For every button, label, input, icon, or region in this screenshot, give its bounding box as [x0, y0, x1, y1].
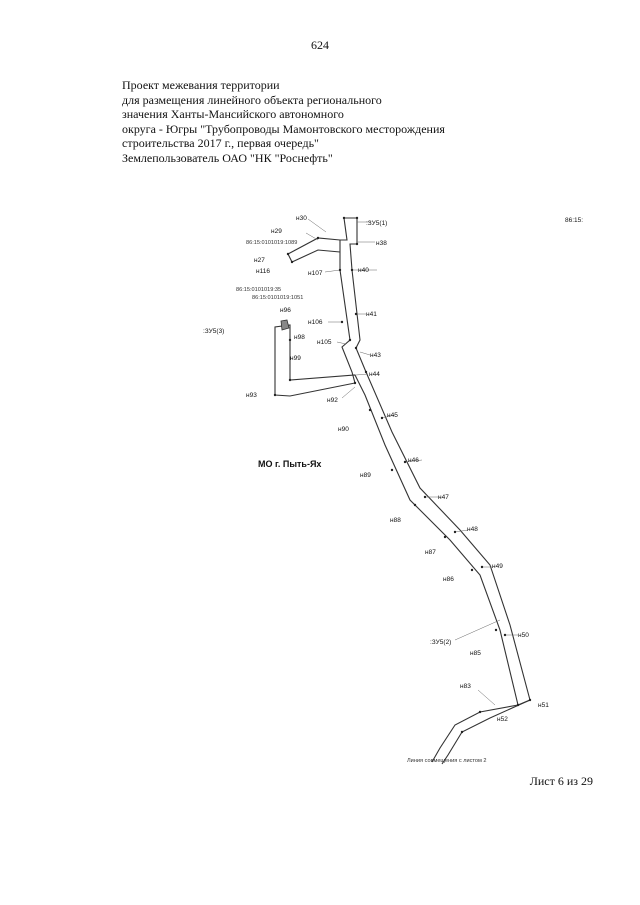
header-line: Землепользователь ОАО "НК "Роснефть": [122, 150, 333, 165]
point-label: н51: [538, 702, 549, 709]
point-label: н106: [308, 319, 323, 326]
boundary-point: [403, 460, 407, 464]
boundary-point: [348, 338, 352, 342]
boundary-line: [431, 704, 519, 763]
leader-lines: [305, 218, 518, 706]
boundary-point: [273, 393, 277, 397]
point-label: н41: [366, 311, 377, 318]
boundary-point: [390, 468, 394, 472]
boundary-point: [290, 260, 294, 264]
page-number: 624: [311, 38, 329, 52]
parcel-marker: [280, 319, 290, 331]
boundary-point: [470, 568, 474, 572]
boundary-line: [287, 237, 341, 263]
point-label: н88: [390, 517, 401, 524]
point-label: н99: [290, 355, 301, 362]
point-label: н44: [369, 371, 380, 378]
boundary-point: [503, 633, 507, 637]
boundary-point: [355, 216, 359, 220]
sheet-label: Лист 6 из 29: [529, 774, 593, 788]
boundary-point: [354, 312, 358, 316]
point-label: н27: [254, 257, 265, 264]
point-label: н47: [438, 494, 449, 501]
boundary-point: [338, 268, 342, 272]
point-label: н93: [246, 392, 257, 399]
point-label: н98: [294, 334, 305, 341]
cadastral-label: 86:15:0101019:1089: [246, 240, 297, 246]
boundary-point: [460, 730, 464, 734]
point-label: н83: [460, 683, 471, 690]
boundary-point: [443, 535, 447, 539]
point-label: н45: [387, 412, 398, 419]
point-label: н40: [358, 267, 369, 274]
boundary-line: [441, 699, 531, 765]
boundary-point: [342, 216, 346, 220]
boundary-point: [413, 503, 417, 507]
boundary-point: [423, 495, 427, 499]
header-line: строительства 2017 г., первая очередь": [122, 136, 319, 150]
boundary-point: [354, 346, 358, 350]
point-label: н46: [408, 457, 419, 464]
boundary-point: [316, 236, 320, 240]
document-header: Проект межевания территории для размещен…: [122, 78, 445, 165]
point-label: н50: [518, 632, 529, 639]
point-label: н43: [370, 352, 381, 359]
boundary-point: [528, 698, 532, 702]
boundary-point: [368, 408, 372, 412]
corner-label: 86:15:: [565, 217, 583, 224]
point-label: н52: [497, 716, 508, 723]
boundary-point: [364, 370, 368, 374]
junction-label: Линия совмещения с листом 2: [407, 758, 487, 764]
boundary-point: [353, 381, 357, 385]
boundary-point: [286, 252, 290, 256]
boundary-points: [273, 216, 532, 734]
point-label: н30: [296, 215, 307, 222]
parcel-label: :ЗУ5(2): [430, 639, 451, 646]
boundary-point: [516, 703, 520, 707]
point-label: н87: [425, 549, 436, 556]
header-line: для размещения линейного объекта региона…: [122, 92, 382, 107]
point-label: н107: [308, 270, 323, 277]
header-line: округа - Югры "Трубопроводы Мамонтовског…: [122, 121, 445, 136]
area-label: МО г. Пыть-Ях: [258, 459, 321, 469]
point-label: н86: [443, 576, 454, 583]
point-label: н49: [492, 563, 503, 570]
point-label: н96: [280, 307, 291, 314]
parcel-label: :ЗУ5(1): [366, 220, 387, 227]
boundary-point: [340, 320, 344, 324]
boundary-point: [288, 378, 292, 382]
boundary-point: [480, 565, 484, 569]
boundary-point: [453, 530, 457, 534]
cadastral-label: 86:15:0101019:35: [236, 287, 281, 293]
point-label: н105: [317, 339, 332, 346]
parcel-label: :ЗУ5(3): [203, 328, 224, 335]
header-line: значения Ханты-Мансийского автономного: [122, 107, 344, 121]
point-label: н92: [327, 397, 338, 404]
point-label: н90: [338, 426, 349, 433]
point-label: н116: [256, 268, 270, 275]
boundary-point: [478, 710, 482, 714]
boundary-point: [350, 268, 354, 272]
boundary-line: [274, 217, 531, 706]
boundary-point: [355, 242, 359, 246]
cadastral-label: 86:15:0101019:1051: [252, 295, 303, 301]
point-label: н89: [360, 472, 371, 479]
point-label: н38: [376, 240, 387, 247]
boundary-point: [288, 338, 292, 342]
point-label: н48: [467, 526, 478, 533]
header-line: Проект межевания территории: [122, 78, 280, 92]
boundary-point: [380, 416, 384, 420]
point-label: н85: [470, 650, 481, 657]
point-label: н29: [271, 228, 282, 235]
boundary-point: [494, 628, 498, 632]
